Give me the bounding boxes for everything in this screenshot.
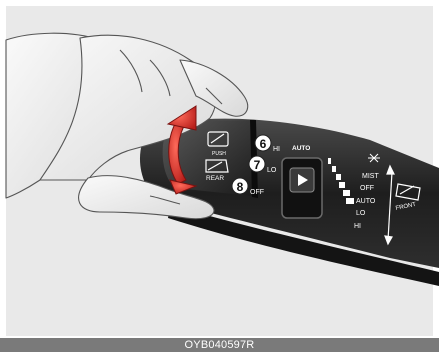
callout-8-label: OFF bbox=[250, 189, 264, 196]
rear-push-label: PUSH bbox=[212, 151, 226, 157]
caption-bar: OYB040597R bbox=[0, 338, 439, 352]
auto-label: AUTO bbox=[292, 145, 310, 152]
front-mode-lo: LO bbox=[356, 210, 366, 217]
callout-7-number: 7 bbox=[254, 158, 261, 172]
callout-6-number: 6 bbox=[260, 137, 267, 151]
callout-7-label: LO bbox=[267, 167, 277, 174]
front-mode-off: OFF bbox=[360, 185, 374, 192]
callout-8-number: 8 bbox=[237, 180, 244, 194]
front-mode-auto: AUTO bbox=[356, 198, 376, 205]
figure-caption: OYB040597R bbox=[185, 338, 255, 352]
front-mode-hi: HI bbox=[354, 223, 361, 230]
front-mode-mist: MIST bbox=[362, 173, 379, 180]
callout-6-label: HI bbox=[273, 146, 280, 153]
auto-sensitivity-switch bbox=[282, 158, 322, 218]
rear-label: REAR bbox=[206, 175, 224, 182]
